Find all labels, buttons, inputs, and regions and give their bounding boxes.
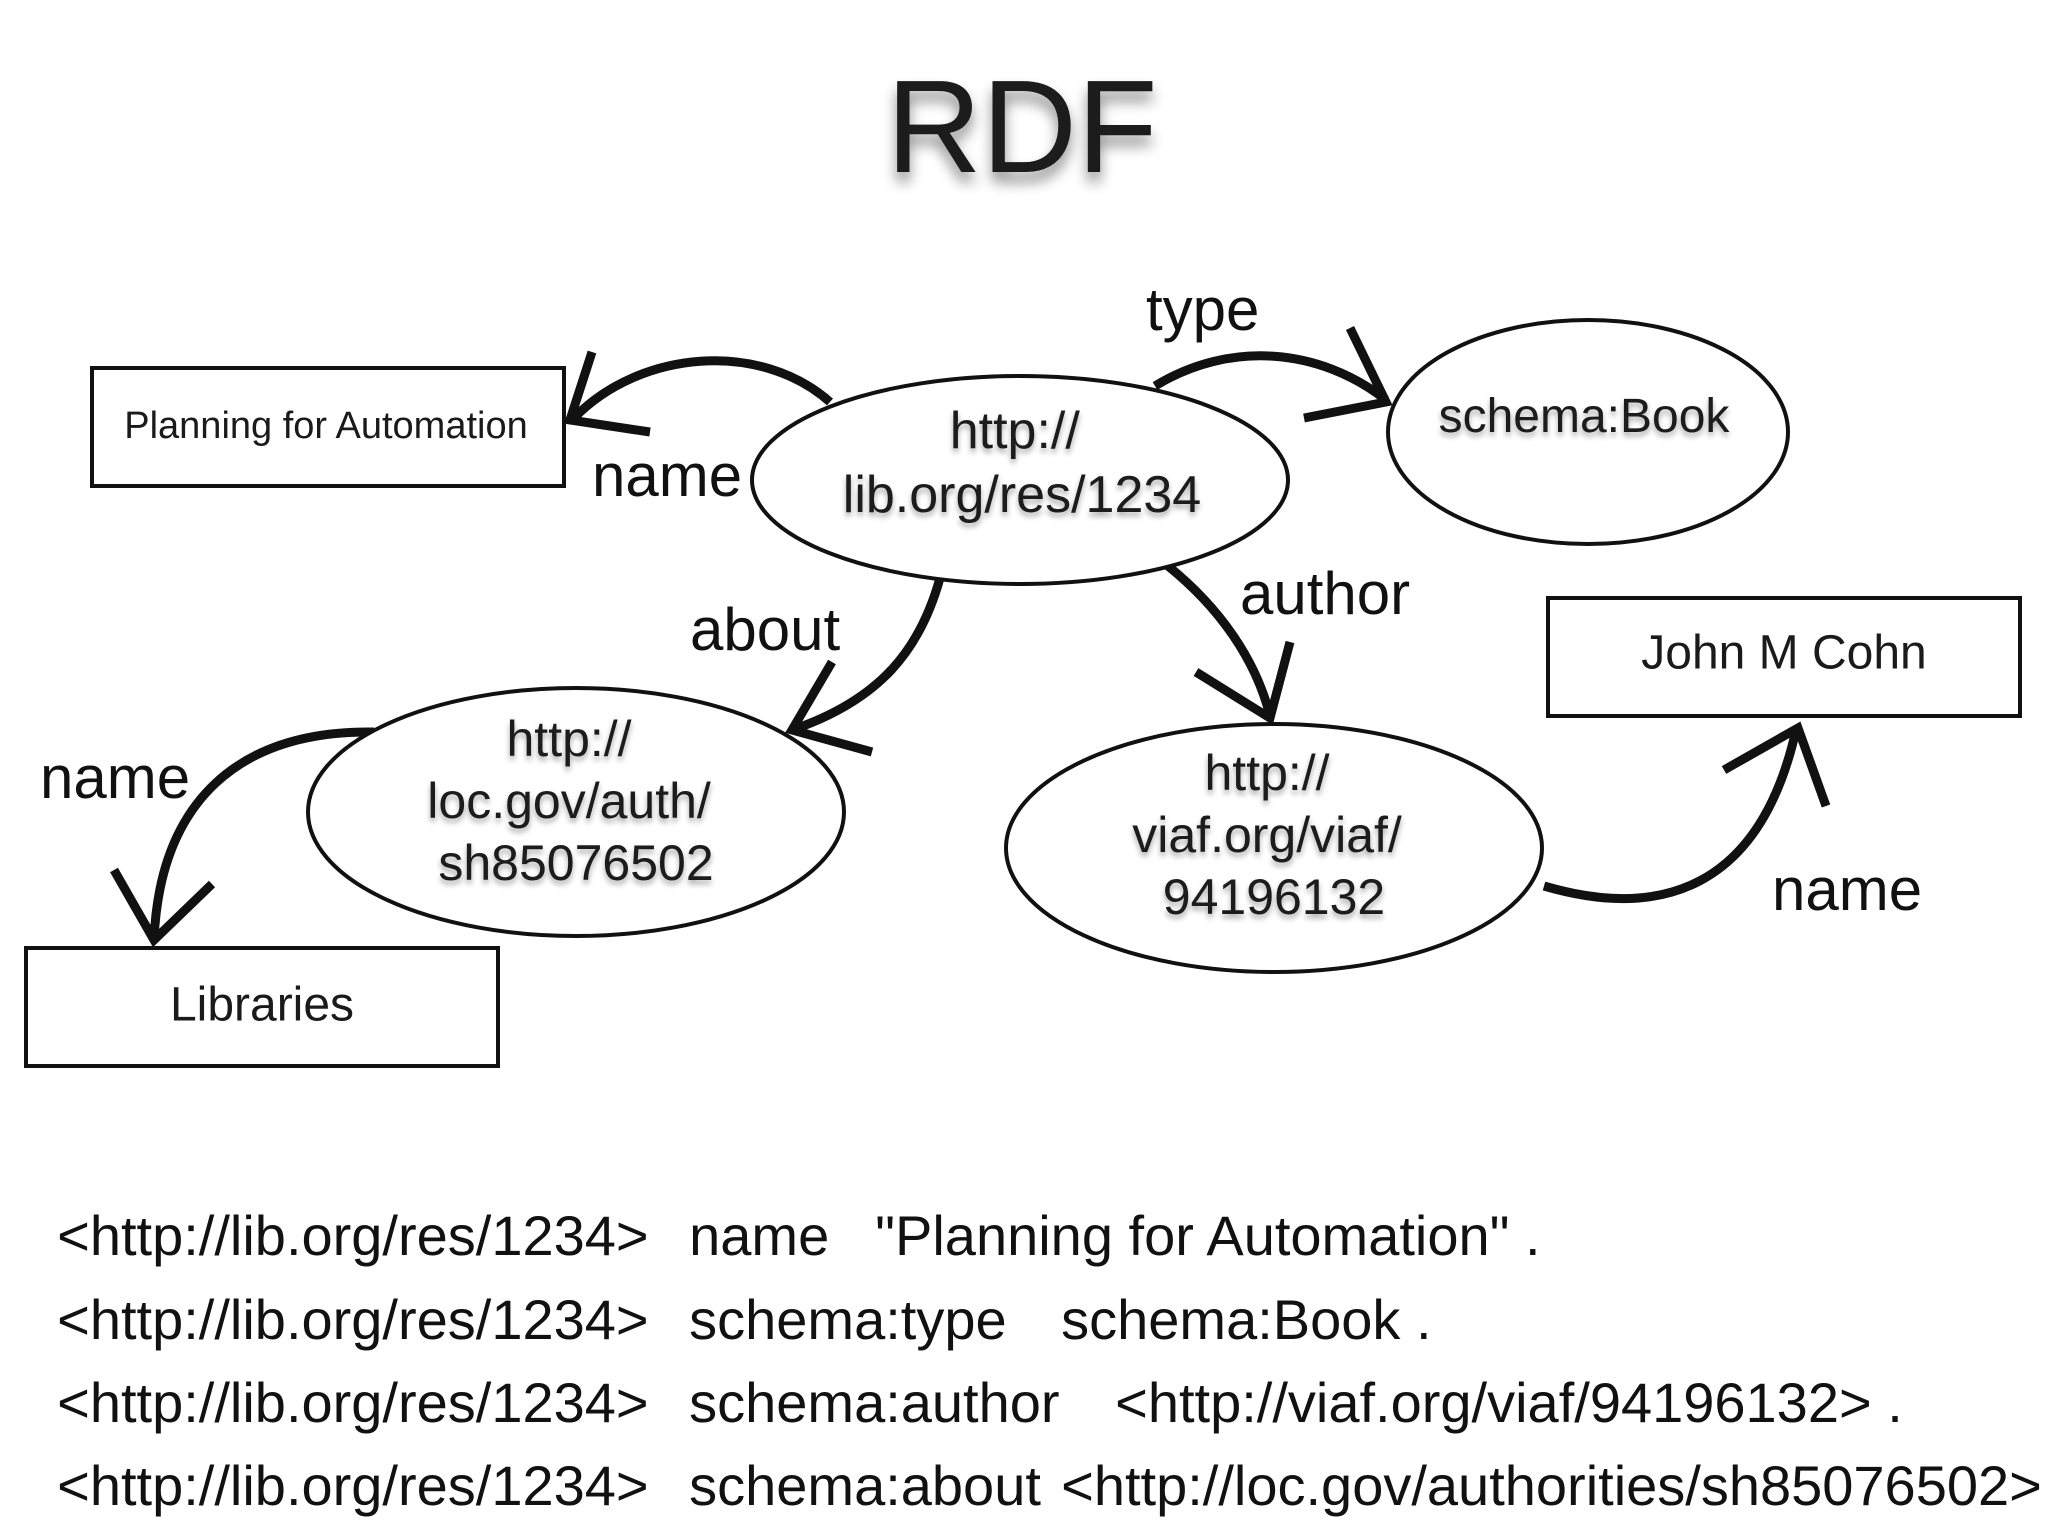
triple-predicate: schema:type xyxy=(689,1288,1007,1351)
node-viaf-label: http:// viaf.org/viaf/ 94196132 xyxy=(1132,745,1415,925)
edge-label-about: about xyxy=(690,596,840,663)
arrowhead-name-right xyxy=(1721,721,1831,808)
node-loc-subject xyxy=(306,686,846,938)
node-loc-label: http:// loc.gov/auth/ sh85076502 xyxy=(427,711,724,891)
arrowhead-about xyxy=(785,659,874,757)
edge-name-right xyxy=(1542,729,1801,903)
edge-label-type: type xyxy=(1146,276,1259,343)
triple-object: <http://loc.gov/authorities/sh85076502> xyxy=(1061,1454,2042,1517)
triple-subject: <http://lib.org/res/1234> xyxy=(57,1204,649,1267)
literal-john-text: John M Cohn xyxy=(1641,627,1927,680)
triple-predicate: schema:author xyxy=(689,1371,1060,1434)
triple-row: <http://lib.org/res/1234> schema:about <ht… xyxy=(26,1388,2042,1518)
edge-label-author: author xyxy=(1240,560,1410,627)
arrowhead-type xyxy=(1303,326,1393,423)
triple-predicate: name xyxy=(689,1204,830,1267)
triple-object: <http://viaf.org/viaf/94196132> . xyxy=(1115,1371,1903,1434)
arrowhead-name-left xyxy=(110,867,216,948)
node-viaf-author xyxy=(1004,722,1544,974)
triple-row: <http://lib.org/res/1234> schema:type sche… xyxy=(26,1222,1432,1352)
edge-label-name-left: name xyxy=(40,744,190,811)
edge-name-left xyxy=(149,727,375,941)
literal-libraries-box xyxy=(24,946,500,1068)
triple-object: "Planning for Automation" . xyxy=(875,1204,1541,1267)
edge-label-name-top: name xyxy=(592,442,742,509)
node-schema-book xyxy=(1386,318,1790,546)
edge-type xyxy=(1152,351,1389,404)
edge-author xyxy=(1165,562,1275,718)
literal-john-box xyxy=(1546,596,2022,718)
edge-label-name-right: name xyxy=(1772,856,1922,923)
node-book-label: http:// lib.org/res/1234 xyxy=(843,402,1201,524)
edge-about xyxy=(790,576,945,735)
node-schema-book-label: schema:Book xyxy=(1439,390,1731,443)
triple-row: <http://lib.org/res/1234> schema:author <h… xyxy=(26,1305,1903,1435)
edge-name-top xyxy=(570,356,833,422)
triple-subject: <http://lib.org/res/1234> xyxy=(57,1454,649,1517)
literal-planning-text: Planning for Automation xyxy=(124,405,528,447)
literal-planning-box xyxy=(90,366,566,488)
diagram-title: RDF xyxy=(886,53,1157,200)
arrowhead-name-top xyxy=(564,350,651,437)
triple-subject: <http://lib.org/res/1234> xyxy=(57,1288,649,1351)
triple-predicate: schema:about xyxy=(689,1454,1041,1517)
triple-row: <http://lib.org/res/1234> name "Planning f… xyxy=(26,1138,1541,1268)
triple-subject: <http://lib.org/res/1234> xyxy=(57,1371,649,1434)
triple-object: schema:Book . xyxy=(1061,1288,1432,1351)
literal-libraries-text: Libraries xyxy=(170,979,354,1032)
arrowhead-author xyxy=(1193,640,1295,726)
node-book-resource xyxy=(750,374,1290,586)
